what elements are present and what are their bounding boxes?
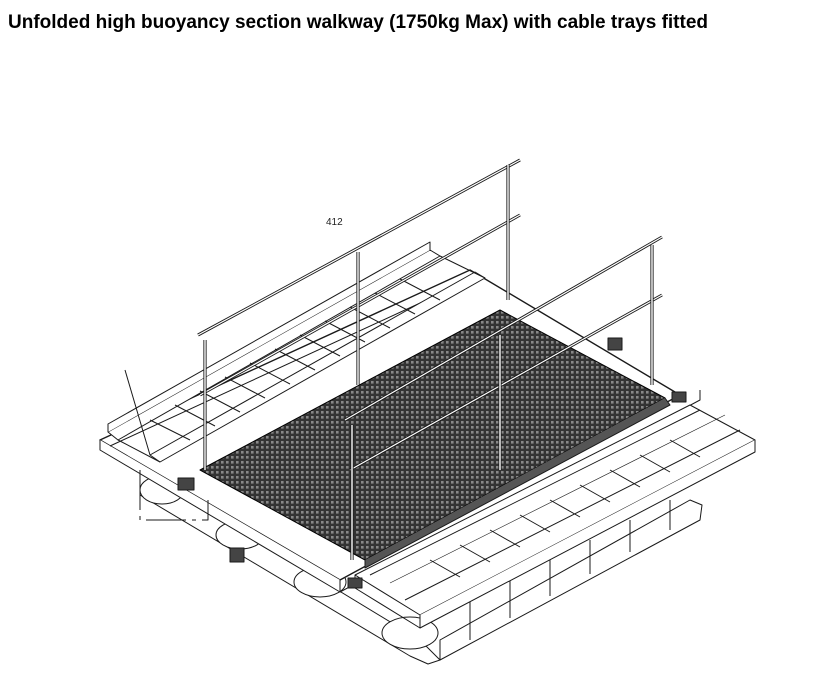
handrail-left-icon [197,158,521,470]
hinge-clamp-icon [177,337,687,589]
grated-deck-icon [199,309,671,569]
handrail-right-icon [344,235,663,560]
page-title: Unfolded high buoyancy section walkway (… [8,12,708,34]
title-rest: high buoyancy section walkway (1750kg Ma… [90,12,709,33]
detail-callout-box [124,369,209,521]
cable-tray-right [354,404,756,629]
callout-label: 412 [326,217,343,228]
title-lead: Unfolded [8,12,91,33]
